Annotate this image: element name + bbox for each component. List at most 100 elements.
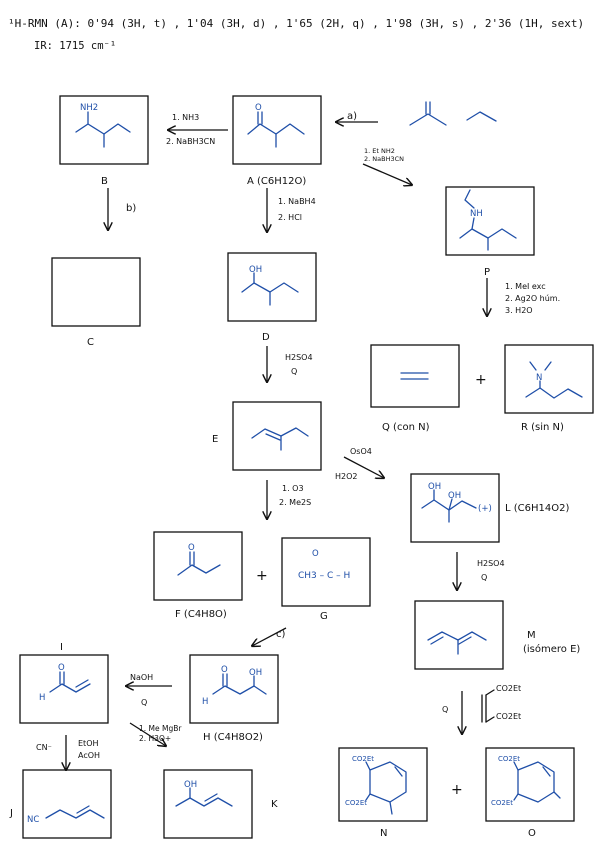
structure-k-skeleton: [175, 797, 233, 807]
reagent-i-to-j-right-2: AcOH: [78, 751, 100, 760]
structure-n-sub-1: [365, 761, 371, 771]
structure-k-db: [204, 793, 218, 802]
o-co2et-2: CO2Et: [491, 799, 513, 807]
plus-fg: +: [256, 568, 268, 584]
reagent-a-to-b-1: 1. NH3: [172, 113, 199, 122]
reagent-b: b): [126, 203, 136, 214]
label-m: M: [527, 630, 536, 641]
structure-m-db-2: [458, 636, 472, 645]
reagent-a-to-b-2: 2. NaBH3CN: [166, 137, 215, 146]
reagent-p-1: 1. MeI exc: [505, 282, 546, 291]
structure-p-ethyl: [464, 189, 475, 209]
label-h: H (C4H8O2): [203, 732, 263, 743]
structure-r-nme-1: [529, 361, 537, 371]
reagent-e-to-fg-2: 2. Me2S: [279, 498, 311, 507]
arrow-g-to-h: [252, 627, 287, 646]
box-p: [445, 186, 535, 256]
box-a: [232, 95, 322, 165]
label-a: A (C6H12O): [247, 176, 306, 187]
reagent-e-to-fg-1: 1. O3: [282, 484, 304, 493]
reagent-a-to-p-1: 1. Et NH2: [364, 147, 395, 155]
structure-m-db-1: [430, 636, 444, 645]
l-plus: (+): [478, 504, 492, 514]
f-o: O: [188, 543, 195, 553]
structure-a-skeleton: [247, 123, 305, 135]
structure-j-skeleton: [45, 809, 105, 819]
structure-b-skeleton: [75, 123, 131, 135]
arrow-h-to-k: [129, 722, 166, 746]
label-i: I: [60, 642, 63, 653]
plus-no: +: [451, 782, 463, 798]
i-o: O: [58, 663, 65, 673]
reagent-i-to-j-right-1: EtOH: [78, 739, 99, 748]
reagent-e-to-l-1: OsO4: [350, 447, 372, 456]
label-q: Q (con N): [382, 422, 430, 433]
structure-f-skeleton: [177, 564, 221, 576]
structure-o-ring: [517, 761, 555, 803]
reagent-h-to-k-2: 2. H3O+: [139, 734, 171, 743]
k-oh: OH: [184, 780, 197, 790]
box-i: [19, 654, 109, 724]
h-oh: OH: [249, 668, 262, 678]
b-nh2: NH2: [80, 103, 98, 113]
label-o: O: [528, 828, 536, 839]
arrow-e-to-l: [343, 456, 384, 478]
reagent-c: c): [276, 629, 285, 640]
reagent-h-to-k-1: 1. Me MgBr: [139, 724, 182, 733]
structure-n-ring-db: [394, 766, 403, 777]
structure-n-ring: [369, 761, 407, 803]
box-e: [232, 401, 322, 471]
label-c: C: [87, 337, 94, 348]
reagent-d-to-e-2: Q: [291, 367, 297, 376]
structure-i-skeleton: [49, 683, 91, 693]
reagent-h-to-i-2: Q: [141, 698, 147, 707]
reagent-e-to-l-2: H2O2: [335, 472, 358, 481]
structure-n-sub-3: [389, 801, 393, 815]
label-e: E: [212, 434, 218, 445]
structure-ester-ethyl: [466, 111, 497, 122]
box-r: [504, 344, 594, 414]
label-r: R (sin N): [521, 422, 564, 433]
box-d: [227, 252, 317, 322]
r-n: N: [536, 373, 542, 383]
label-l: L (C6H14O2): [505, 503, 569, 514]
box-h: [189, 654, 279, 724]
reagent-m-to-no: Q: [442, 705, 448, 714]
g-o: O: [312, 549, 319, 559]
label-b: B: [101, 176, 108, 187]
nmr-data: ¹H-RMN (A): 0'94 (3H, t) , 1'04 (3H, d) …: [8, 17, 584, 30]
i-h: H: [39, 693, 45, 703]
structure-l-oh-2: [448, 498, 453, 511]
structure-ester-skeleton: [409, 113, 447, 126]
box-o: [485, 747, 575, 822]
label-j: J: [9, 808, 13, 819]
j-nc: NC: [27, 815, 39, 825]
l-oh-1: OH: [428, 482, 441, 492]
ir-data: IR: 1715 cm⁻¹: [34, 40, 116, 52]
box-m: [414, 600, 504, 670]
structure-e-db: [265, 433, 281, 441]
label-d: D: [262, 332, 270, 343]
box-k: [163, 769, 253, 839]
structure-r-nme-2: [544, 361, 552, 371]
structure-r-skeleton: [525, 387, 583, 399]
g-formula: CH3 – C – H: [298, 571, 350, 581]
structure-o-ring-db: [542, 766, 551, 777]
structure-d-skeleton: [241, 282, 299, 293]
structure-p-skeleton: [459, 228, 517, 239]
structure-m-skeleton: [427, 631, 487, 641]
box-b: [59, 95, 149, 165]
plus-qr: +: [475, 372, 487, 388]
dienophile-sub-bottom: [485, 716, 495, 723]
reagent-p-3: 3. H2O: [505, 306, 533, 315]
label-k: K: [271, 799, 278, 810]
structure-p-n-bond: [471, 217, 475, 230]
arrow-a-to-p: [362, 163, 412, 185]
o-co2et-1: CO2Et: [498, 755, 520, 763]
reagent-a: a): [347, 111, 357, 122]
reagent-h-to-i-1: NaOH: [130, 673, 153, 682]
p-nh: NH: [470, 209, 483, 219]
n-co2et-1: CO2Et: [352, 755, 374, 763]
label-p: P: [484, 267, 490, 278]
